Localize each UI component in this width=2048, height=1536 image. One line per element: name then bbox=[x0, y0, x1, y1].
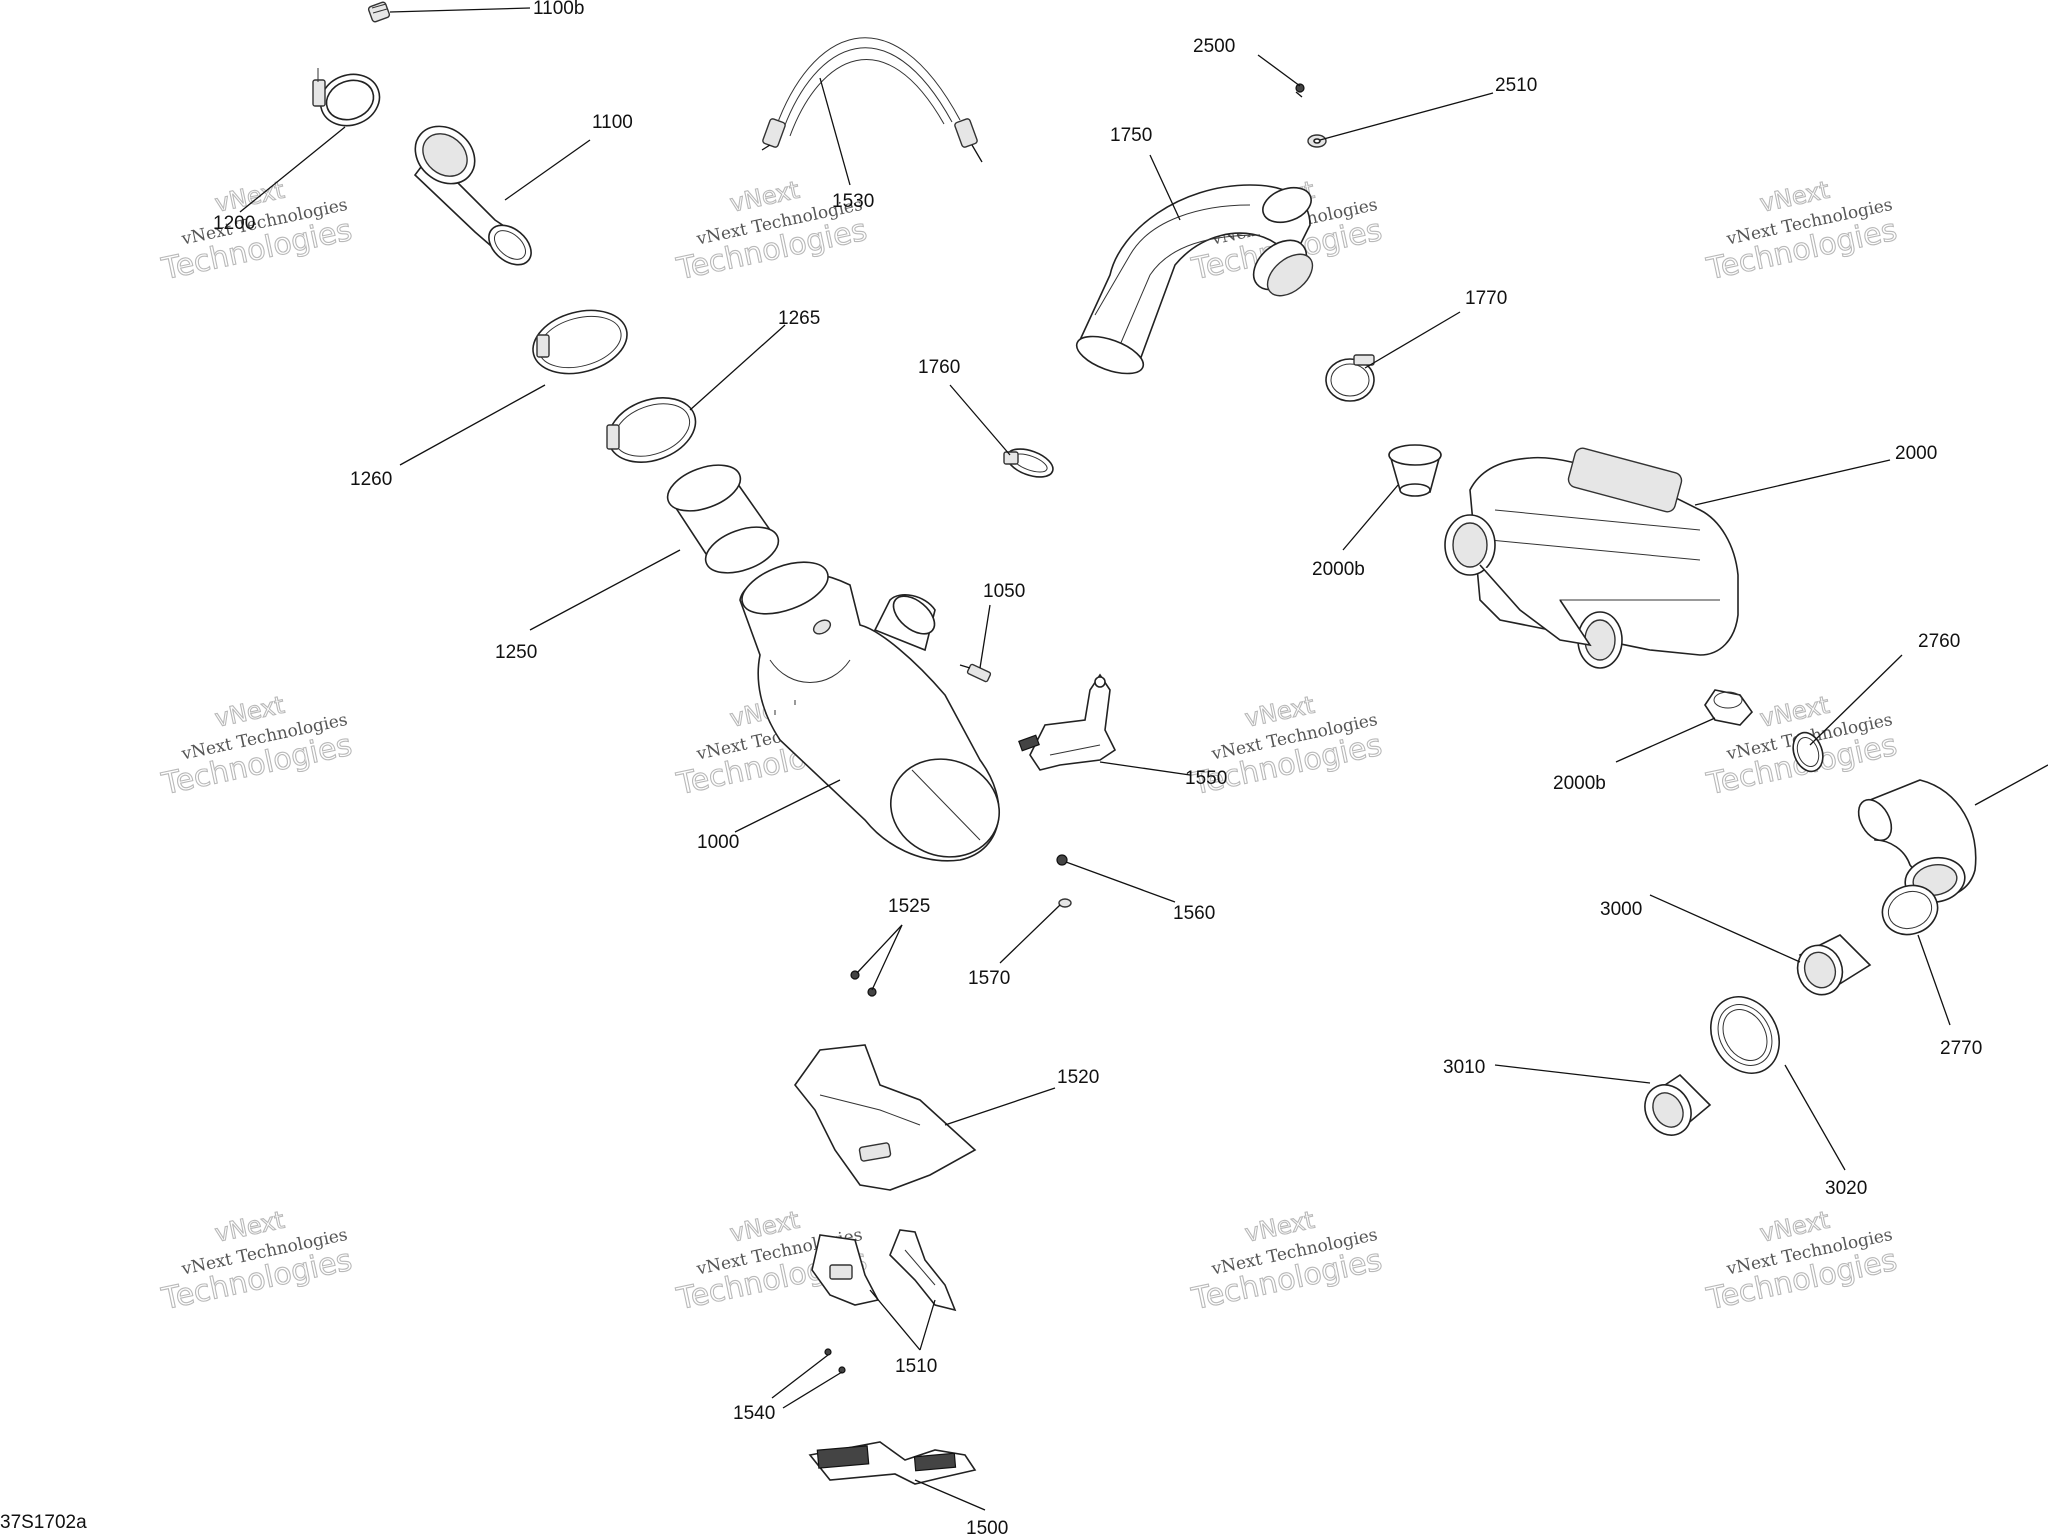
part-1510-bracket-left bbox=[811, 1234, 880, 1306]
watermark: vNext vNext Technologies Technologies bbox=[158, 1205, 356, 1318]
part-3010-cap bbox=[1644, 1073, 1712, 1136]
part-1050-sensor bbox=[959, 663, 992, 683]
watermark: vNext vNext Technologies Technologies bbox=[673, 175, 871, 288]
callout-1560: 1560 bbox=[1173, 903, 1215, 924]
part-1500-plate bbox=[808, 1441, 977, 1485]
callout-1540: 1540 bbox=[733, 1403, 775, 1424]
callout-1250: 1250 bbox=[495, 642, 537, 663]
callout-1100b: 1100b bbox=[533, 0, 584, 19]
callout-1570: 1570 bbox=[968, 968, 1010, 989]
callout-1770: 1770 bbox=[1465, 288, 1507, 309]
callout-2000: 2000 bbox=[1895, 443, 1937, 464]
part-3000-tip bbox=[1796, 934, 1872, 996]
callout-2000b-bottom: 2000b bbox=[1553, 773, 1606, 794]
part-1570-washer bbox=[1058, 898, 1072, 908]
part-2000-silencer bbox=[1444, 447, 1739, 669]
part-1560-nut bbox=[1056, 854, 1068, 866]
part-1530-strap bbox=[761, 37, 983, 163]
part-2760-clamp bbox=[1792, 731, 1824, 773]
callout-2500: 2500 bbox=[1193, 36, 1235, 57]
part-1540-screws bbox=[824, 1348, 846, 1374]
part-1265-clamp bbox=[606, 397, 697, 463]
part-1525-screws bbox=[850, 970, 877, 997]
part-1250-sleeve bbox=[666, 464, 780, 574]
part-3020-ring bbox=[1710, 996, 1780, 1074]
part-1260-clamp bbox=[532, 309, 628, 375]
part-1100b-spring bbox=[367, 1, 391, 23]
callout-1750: 1750 bbox=[1110, 125, 1152, 146]
callout-labels: 1100b 1100 1200 1530 2500 2510 1750 1770… bbox=[0, 0, 1982, 1536]
part-1520-heat-shield bbox=[793, 1044, 977, 1191]
callout-1200: 1200 bbox=[213, 213, 255, 234]
callout-1550: 1550 bbox=[1185, 768, 1227, 789]
part-1000-muffler bbox=[739, 561, 1001, 862]
callout-1265: 1265 bbox=[778, 308, 820, 329]
part-1760-clamp bbox=[1003, 448, 1054, 478]
callout-2000b-top: 2000b bbox=[1312, 559, 1365, 580]
part-2500-screw bbox=[1295, 83, 1305, 98]
callout-3000: 3000 bbox=[1600, 899, 1642, 920]
watermark: vNext vNext Technologies Technologies bbox=[1703, 1205, 1901, 1318]
callout-1530: 1530 bbox=[832, 191, 874, 212]
part-1550-bracket bbox=[1018, 673, 1117, 771]
callout-1100: 1100 bbox=[592, 112, 633, 133]
part-1510-bracket-right bbox=[889, 1229, 957, 1312]
callout-1260: 1260 bbox=[350, 469, 392, 490]
part-2000b-sleeve-bottom bbox=[1704, 689, 1754, 726]
part-1100-tube bbox=[413, 125, 532, 266]
watermark: vNext vNext Technologies Technologies bbox=[158, 690, 356, 803]
callout-1520: 1520 bbox=[1057, 1067, 1099, 1088]
callout-3010: 3010 bbox=[1443, 1057, 1485, 1078]
callout-1000: 1000 bbox=[697, 832, 739, 853]
drawing-id: 37S1702a bbox=[0, 1512, 87, 1533]
part-2000b-sleeve-top bbox=[1388, 444, 1442, 497]
watermark: vNext vNext Technologies Technologies bbox=[1188, 1205, 1386, 1318]
callout-1760: 1760 bbox=[918, 357, 960, 378]
part-1770-clamp bbox=[1325, 354, 1375, 402]
callout-2510: 2510 bbox=[1495, 75, 1537, 96]
callout-2770: 2770 bbox=[1940, 1038, 1982, 1059]
callout-1500: 1500 bbox=[966, 1518, 1008, 1536]
callout-1050: 1050 bbox=[983, 581, 1025, 602]
part-1750-elbow-pipe bbox=[1075, 184, 1314, 375]
watermark: vNext vNext Technologies Technologies bbox=[1703, 175, 1901, 288]
callout-1525: 1525 bbox=[888, 896, 930, 917]
part-2770-clamp bbox=[1881, 884, 1939, 936]
callout-1510: 1510 bbox=[895, 1356, 937, 1377]
leader-lines bbox=[239, 7, 2048, 1511]
callout-3020: 3020 bbox=[1825, 1178, 1867, 1199]
callout-2760: 2760 bbox=[1918, 631, 1960, 652]
part-1200-clamp bbox=[312, 68, 381, 127]
part-2510-washer bbox=[1307, 134, 1327, 148]
